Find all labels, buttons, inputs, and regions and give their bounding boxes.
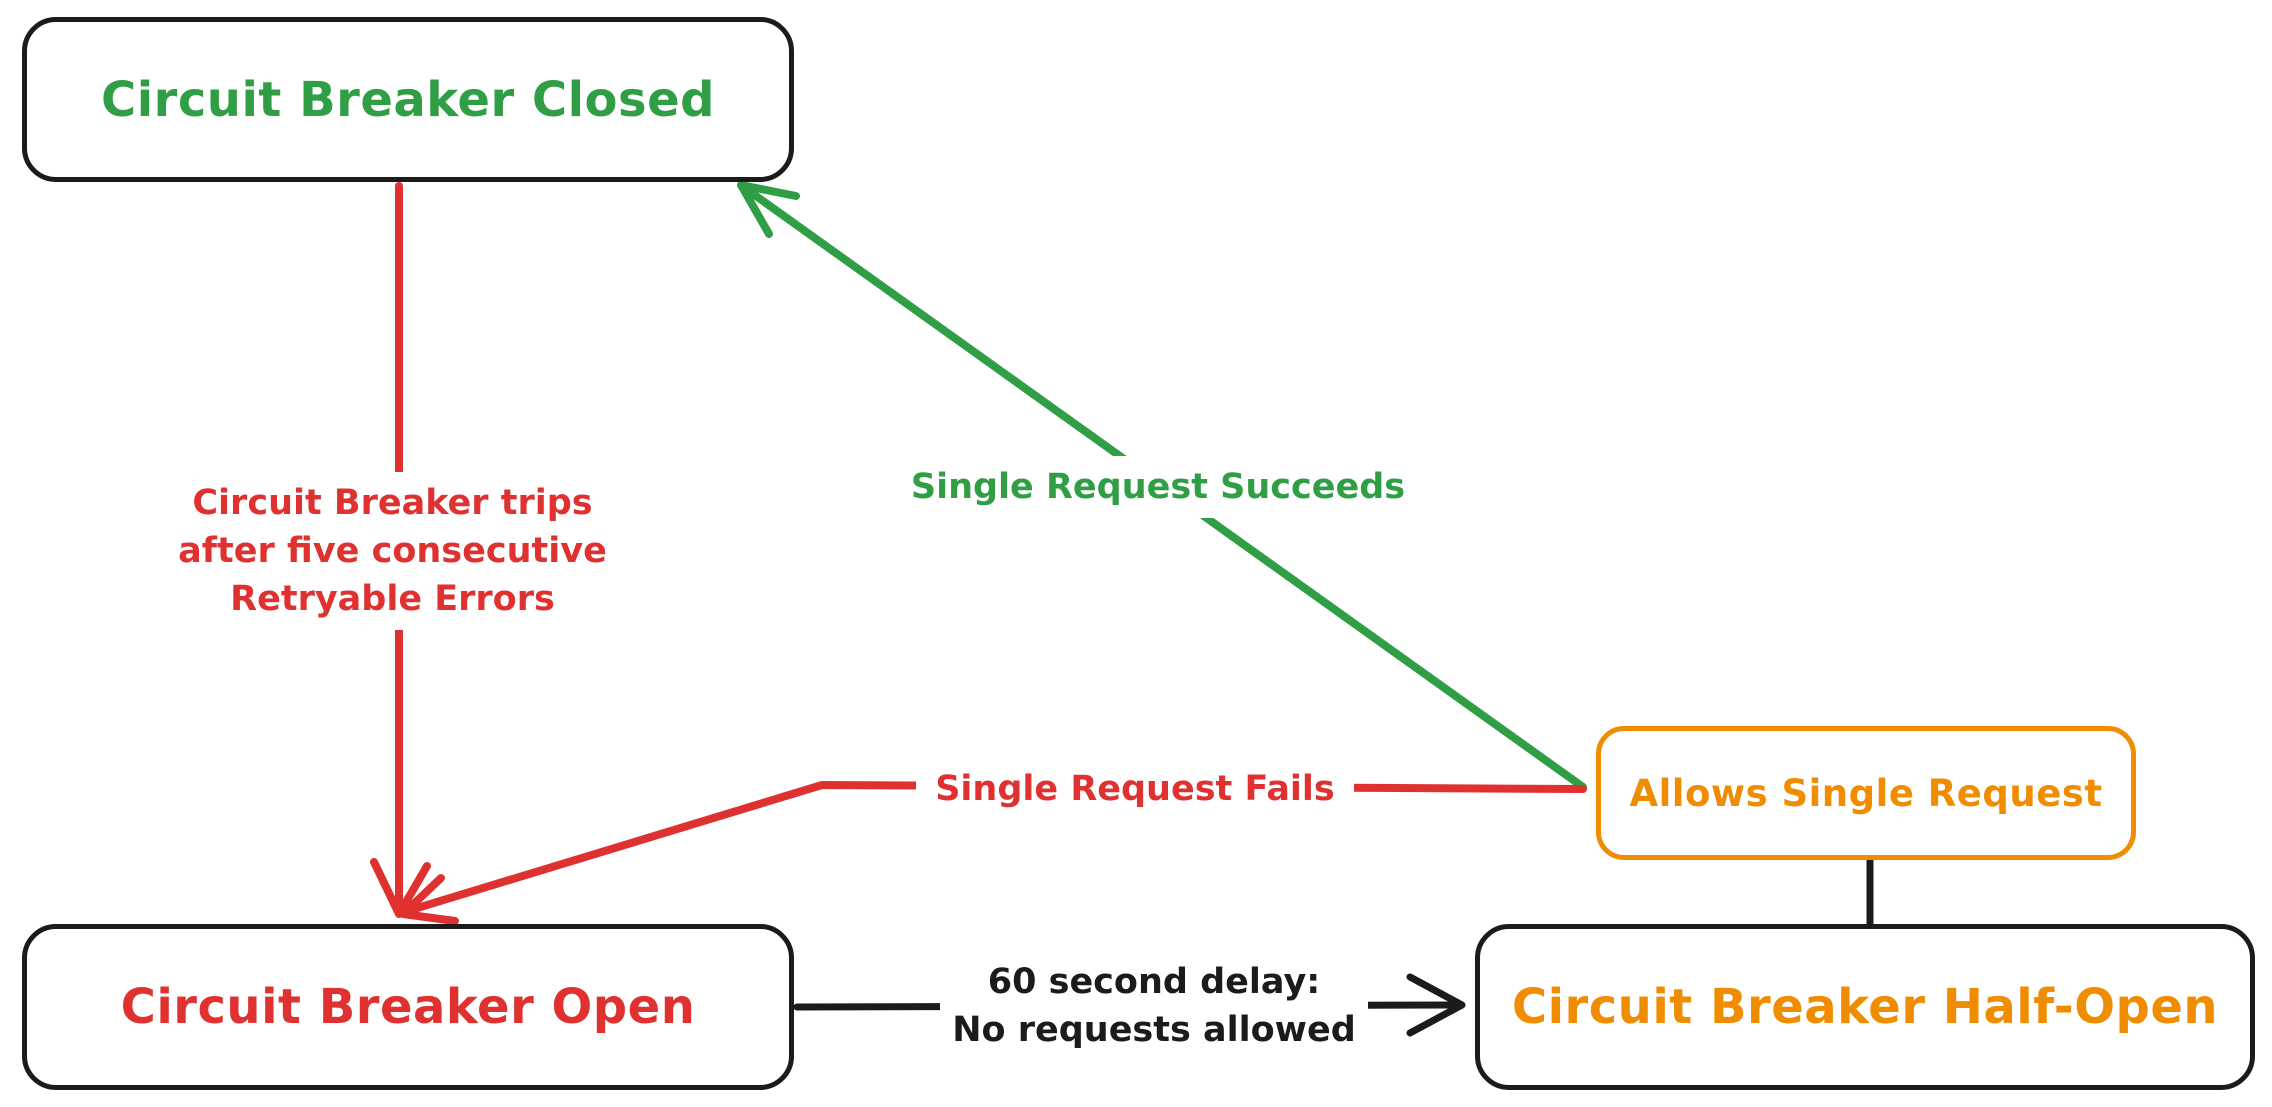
state-label-closed: Circuit Breaker Closed: [101, 71, 715, 128]
delay-arrowhead: [1406, 973, 1466, 1037]
fail-arrowhead: [399, 874, 459, 925]
edge-label-delay: 60 second delay: No requests allowed: [940, 952, 1368, 1060]
state-box-allows-single-request: Allows Single Request: [1596, 726, 2136, 860]
state-box-half-open: Circuit Breaker Half-Open: [1475, 924, 2255, 1090]
state-label-half-open: Circuit Breaker Half-Open: [1511, 979, 2219, 1035]
state-box-open: Circuit Breaker Open: [22, 924, 794, 1090]
edge-label-succeed: Single Request Succeeds: [908, 456, 1408, 518]
state-box-closed: Circuit Breaker Closed: [22, 17, 794, 182]
succeed-arrowhead: [737, 181, 800, 238]
edge-label-fail: Single Request Fails: [916, 758, 1354, 820]
state-label-open: Circuit Breaker Open: [120, 979, 696, 1035]
edge-label-trip: Circuit Breaker trips after five consecu…: [160, 472, 625, 630]
state-label-allows-single-request: Allows Single Request: [1629, 771, 2103, 815]
